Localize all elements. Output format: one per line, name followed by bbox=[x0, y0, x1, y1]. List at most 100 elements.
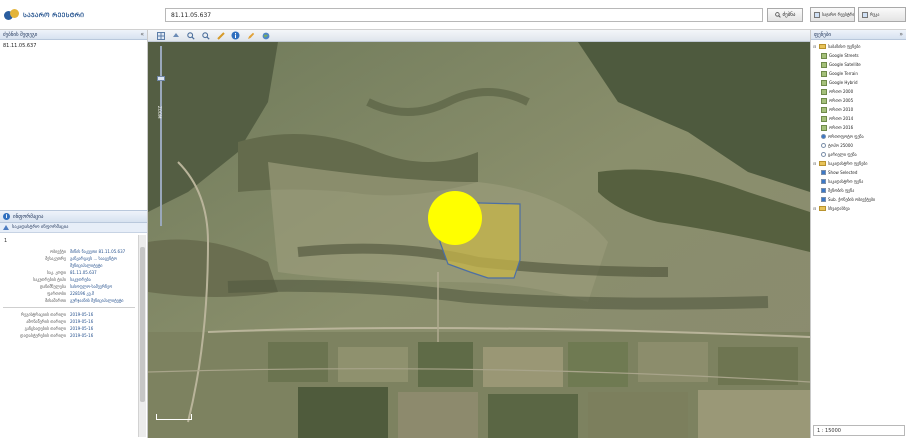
map-button[interactable]: რუკა bbox=[858, 7, 906, 22]
attribute-value[interactable]: მუნიციპალიტეტი bbox=[70, 263, 103, 268]
layer-checkbox[interactable] bbox=[821, 197, 826, 202]
layers-title: ფენები bbox=[814, 32, 831, 38]
map-button-label: რუკა bbox=[870, 12, 880, 17]
search-result-item[interactable]: 81.11.05.637 bbox=[3, 43, 37, 49]
attribute-value[interactable]: გურჯაანის მუნიციპალიტეტი bbox=[70, 298, 124, 303]
map-layer-icon[interactable] bbox=[821, 97, 827, 104]
map-layer-icon[interactable] bbox=[821, 124, 827, 131]
map-layer-icon[interactable] bbox=[821, 88, 827, 95]
attribute-key: ფართობი bbox=[46, 291, 66, 296]
attribute-value[interactable]: 2019-05-16 bbox=[70, 319, 94, 324]
map-layer-icon[interactable] bbox=[821, 61, 827, 68]
layer-item[interactable]: ტოპო 25000 bbox=[813, 141, 906, 150]
info-scrollbar[interactable] bbox=[138, 235, 146, 437]
layer-item[interactable]: Google Satellite bbox=[813, 60, 906, 69]
pan-icon[interactable] bbox=[171, 31, 180, 40]
map-layer-icon[interactable] bbox=[821, 106, 827, 113]
collapse-icon[interactable]: « bbox=[140, 31, 144, 38]
zoom-out-icon[interactable] bbox=[201, 31, 210, 40]
layer-folder[interactable]: ⊟საკადასტრო ფენები bbox=[813, 159, 906, 168]
map-layer-icon[interactable] bbox=[821, 115, 827, 122]
layer-item[interactable]: შენობის ფენა bbox=[813, 186, 906, 195]
zoom-slider-handle[interactable] bbox=[157, 76, 165, 81]
layer-item[interactable]: Show Selected bbox=[813, 168, 906, 177]
attribute-key: საკუთრების ტიპი bbox=[33, 277, 66, 282]
layer-folder[interactable]: ⊟საბაზისო ფენები bbox=[813, 42, 906, 51]
layer-item[interactable]: Google Hybrid bbox=[813, 78, 906, 87]
search-icon bbox=[774, 12, 781, 18]
layer-item[interactable]: ორთო 2000 bbox=[813, 87, 906, 96]
info-subheader[interactable]: საკადასტრო ინფორმაცია bbox=[0, 223, 147, 233]
layer-radio[interactable] bbox=[821, 134, 826, 139]
header: ᲡᲐᲯᲐᲠᲝ ᲠᲔᲔᲡᲢᲠᲘ 81.11.05.637 ძებნა საჯარო… bbox=[0, 0, 906, 30]
attribute-value[interactable]: 2019-05-16 bbox=[70, 326, 94, 331]
layer-item[interactable]: ორთო 2005 bbox=[813, 96, 906, 105]
collapse-icon[interactable]: » bbox=[899, 31, 903, 38]
attribute-key: დანიშნულება bbox=[39, 284, 66, 289]
map-layer-icon[interactable] bbox=[821, 79, 827, 86]
layer-label: ცარიელი ფენა bbox=[828, 152, 857, 157]
layer-folder[interactable]: ⊟სხვადასხვა bbox=[813, 204, 906, 213]
attribute-key: რეგისტრაციის თარიღი bbox=[20, 312, 66, 317]
layer-item[interactable]: ორთო 2010 bbox=[813, 105, 906, 114]
zoom-in-icon[interactable] bbox=[186, 31, 195, 40]
layer-checkbox[interactable] bbox=[821, 179, 826, 184]
attribute-value[interactable]: 2019-05-16 bbox=[70, 312, 94, 317]
layer-item[interactable]: ორთო 2016 bbox=[813, 123, 906, 132]
layer-radio[interactable] bbox=[821, 152, 826, 157]
location-marker[interactable] bbox=[428, 191, 482, 245]
layer-item[interactable]: ორთო 2014 bbox=[813, 114, 906, 123]
layer-item[interactable]: ცარიელი ფენა bbox=[813, 150, 906, 159]
attribute-key bbox=[0, 263, 70, 268]
layer-item[interactable]: Google Terrain bbox=[813, 69, 906, 78]
identify-icon[interactable] bbox=[231, 31, 240, 40]
layer-radio[interactable] bbox=[821, 143, 826, 148]
grid-icon[interactable] bbox=[156, 31, 165, 40]
search-results-panel: ძებნის შედეგი « 81.11.05.637 bbox=[0, 30, 148, 210]
attribute-value[interactable]: მიწის ნაკვეთი 81.11.05.637 bbox=[70, 249, 126, 254]
layer-label: ორთო 2010 bbox=[829, 107, 854, 112]
layer-checkbox[interactable] bbox=[821, 170, 826, 175]
attribute-value[interactable]: განკარგავს ... სააგენტო bbox=[70, 256, 117, 261]
layer-item[interactable]: საკადასტრო ფენა bbox=[813, 177, 906, 186]
expand-icon[interactable]: ⊟ bbox=[813, 206, 817, 211]
layer-label: შენობის ფენა bbox=[828, 188, 855, 193]
ruler-icon[interactable] bbox=[216, 31, 225, 40]
layer-label: Google Terrain bbox=[829, 71, 858, 76]
map-view[interactable]: ZOOM bbox=[148, 42, 810, 438]
attribute-key: დადასტურების თარიღი bbox=[20, 333, 66, 338]
map-layer-icon[interactable] bbox=[821, 70, 827, 77]
attribute-value[interactable]: 81.11.05.637 bbox=[70, 270, 97, 275]
scale-select[interactable]: 1 : 15000 bbox=[813, 425, 905, 436]
attribute-value[interactable]: სასოფლო-სამეურნეო bbox=[70, 284, 113, 289]
folder-icon bbox=[819, 161, 826, 166]
expand-icon[interactable]: ⊟ bbox=[813, 44, 817, 49]
search-results-header: ძებნის შედეგი « bbox=[0, 30, 147, 40]
search-button[interactable]: ძებნა bbox=[767, 8, 803, 22]
info-panel-header: i ინფორმაცია bbox=[0, 211, 147, 223]
globe-icon[interactable] bbox=[261, 31, 270, 40]
layer-item[interactable]: ორთოფოტო ფენა bbox=[813, 132, 906, 141]
map-layer-icon[interactable] bbox=[821, 52, 827, 59]
layers-header: ფენები » bbox=[811, 30, 906, 40]
expand-icon[interactable]: ⊟ bbox=[813, 161, 817, 166]
zoom-slider[interactable]: ZOOM bbox=[157, 46, 165, 226]
logo[interactable]: ᲡᲐᲯᲐᲠᲝ ᲠᲔᲔᲡᲢᲠᲘ bbox=[4, 8, 84, 22]
layer-item[interactable]: Google Streets bbox=[813, 51, 906, 60]
folder-icon bbox=[819, 44, 826, 49]
row-index: 1 bbox=[4, 238, 8, 244]
attribute-value[interactable]: 2019-05-16 bbox=[70, 333, 94, 338]
layer-label: ორთო 2005 bbox=[829, 98, 854, 103]
layer-checkbox[interactable] bbox=[821, 188, 826, 193]
layer-item[interactable]: Sub. ქონების ობიექტები bbox=[813, 195, 906, 204]
edit-icon[interactable] bbox=[246, 31, 255, 40]
registry-button[interactable]: საჯარო რეესტრი bbox=[810, 7, 855, 22]
attribute-value[interactable]: 228196 კვ.მ bbox=[70, 291, 94, 296]
search-input[interactable]: 81.11.05.637 bbox=[165, 8, 763, 22]
attribute-value[interactable]: საკუთრება bbox=[70, 277, 91, 282]
